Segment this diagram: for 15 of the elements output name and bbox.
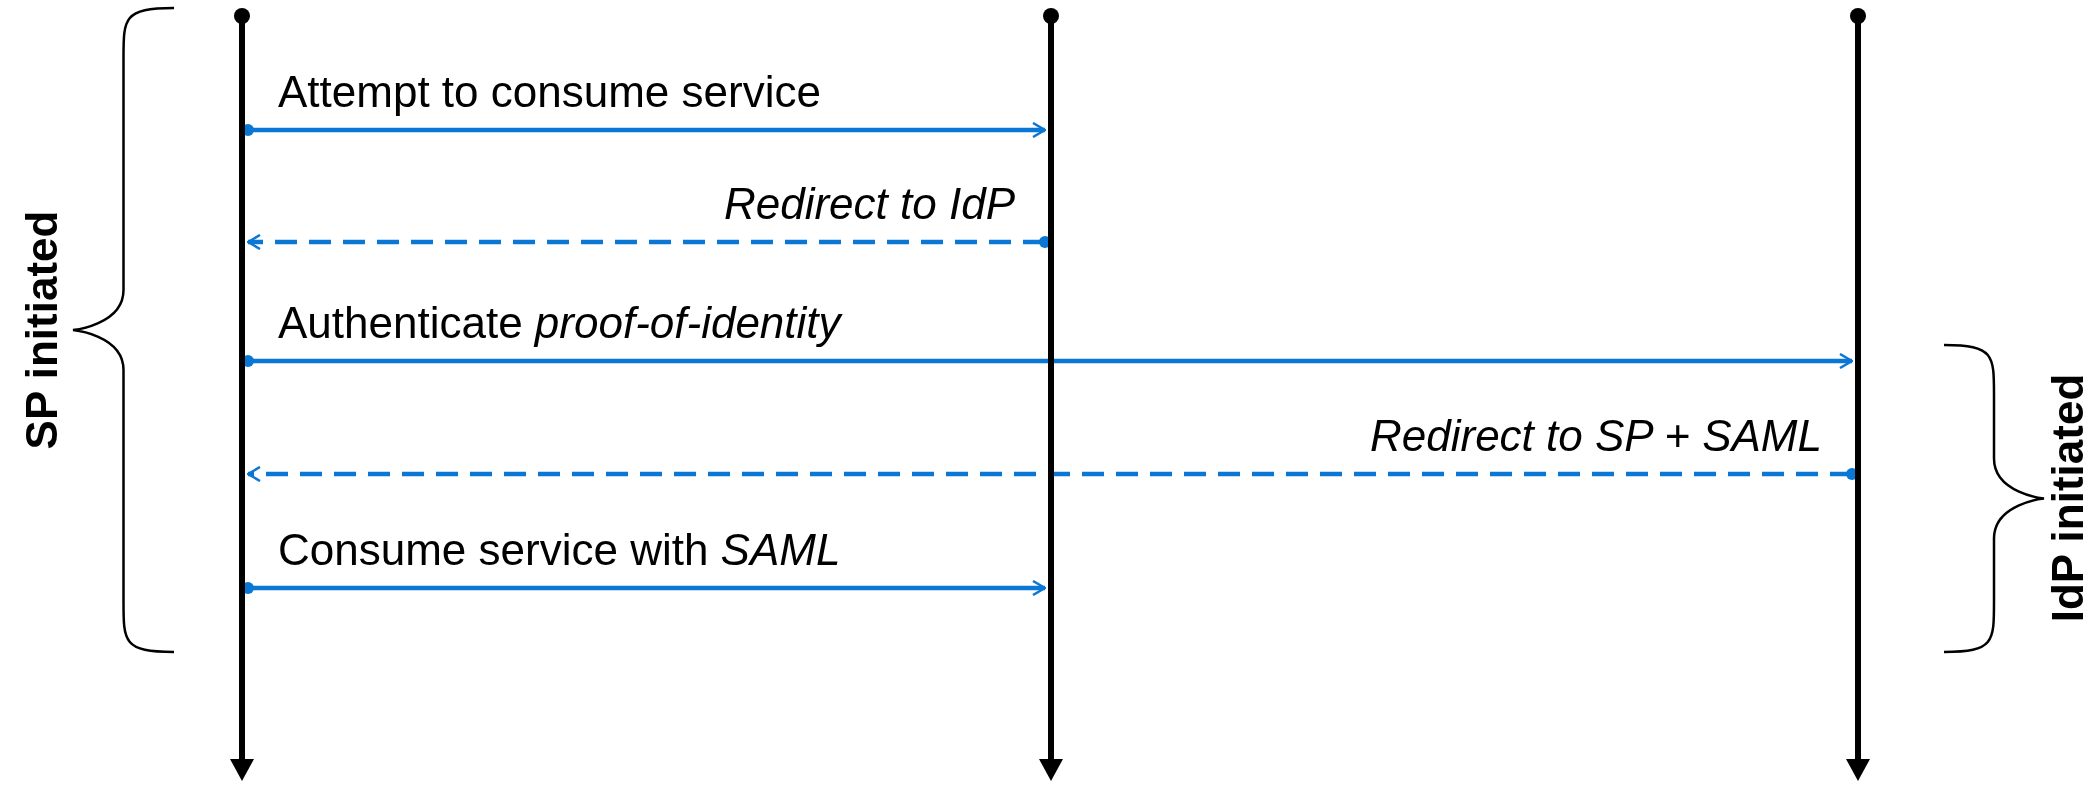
message-arrow (242, 579, 1047, 597)
lifeline (1039, 8, 1063, 781)
lifeline (230, 8, 254, 781)
bracket-label: SP initiated (16, 210, 67, 450)
lifeline (1846, 8, 1870, 781)
message-arrow (246, 465, 1858, 483)
message-label: Consume service with SAML (278, 526, 841, 575)
message-label: Redirect to SP + SAML (1370, 412, 1822, 461)
message-label: Attempt to consume service (278, 68, 821, 117)
message-arrow (242, 352, 1854, 370)
message-label: Redirect to IdP (723, 180, 1015, 229)
message-label: Authenticate proof-of-identity (278, 299, 841, 348)
message-arrow (246, 233, 1051, 251)
bracket-label: IdP initiated (2042, 373, 2093, 623)
message-arrow (242, 121, 1047, 139)
